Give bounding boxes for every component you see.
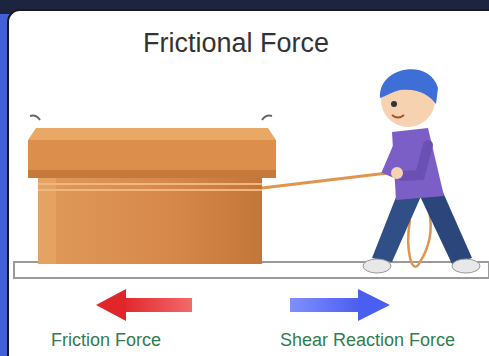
force-label: Shear Reaction Force [280,330,455,351]
kid-leg [418,190,472,264]
diagram-title: Frictional Force [143,28,329,59]
box-lid [28,140,276,178]
rope-band [38,189,262,191]
motion-mark [30,116,40,121]
kid-arm [402,145,428,176]
friction-arrow-head [96,289,126,321]
kid-helmet [380,69,438,104]
kid-shoe [363,259,391,273]
rope-band [38,183,262,185]
friction-arrow-shaft [122,298,192,312]
reaction-arrow-head [358,289,390,321]
rope [262,172,396,188]
kid-hand [391,167,403,179]
box-lid-edge [28,170,276,178]
reaction-arrow-shaft [290,298,360,312]
force-label: Friction Force [51,330,161,351]
kid-eye [391,101,397,107]
kid-mouth [392,115,404,118]
motion-mark [262,116,272,121]
kid-leg [372,192,422,262]
box-body [38,172,262,264]
box-highlight [38,172,56,264]
white-panel [8,10,489,356]
kid-shoe [452,259,480,273]
box-lid-top [28,128,276,140]
